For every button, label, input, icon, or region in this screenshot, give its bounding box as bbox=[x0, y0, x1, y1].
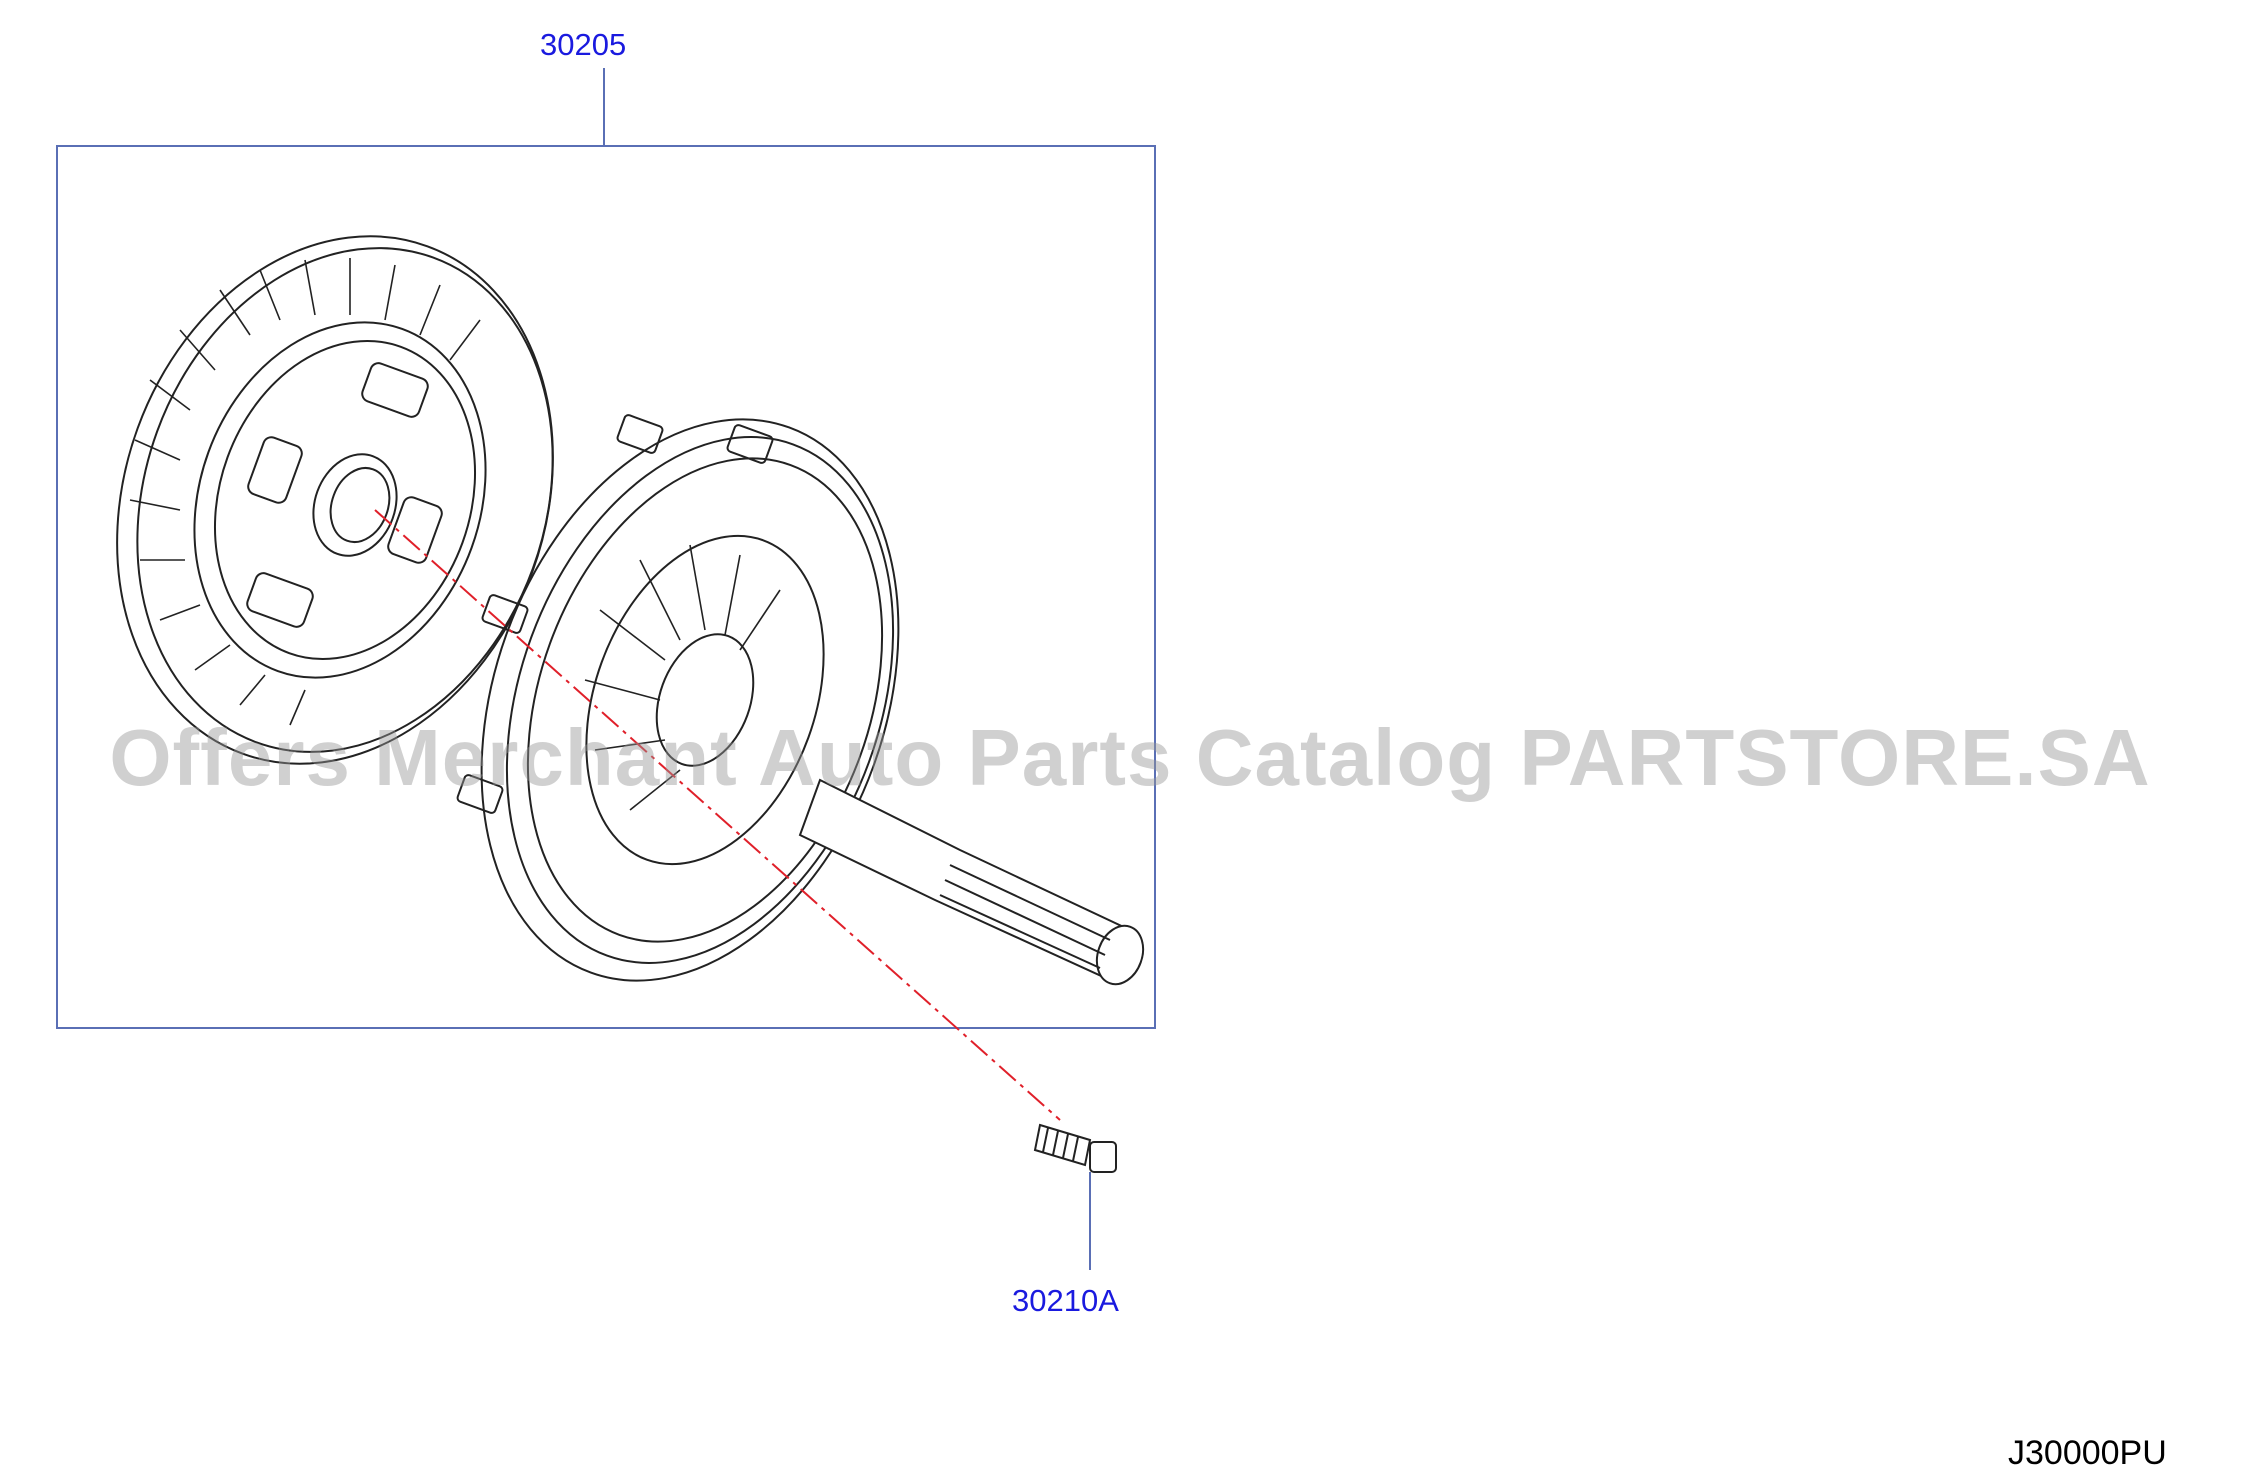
clutch-disc bbox=[116, 235, 554, 765]
assembly-frame bbox=[56, 145, 1156, 1029]
bolt bbox=[1033, 1123, 1117, 1173]
callout-bolt-part[interactable]: 30210A bbox=[1012, 1283, 1119, 1318]
input-shaft bbox=[798, 778, 1145, 986]
callout-assembly-part[interactable]: 30205 bbox=[540, 27, 627, 62]
center-axis-line bbox=[374, 509, 1061, 1121]
diagram-code: J30000PU bbox=[2008, 1434, 2167, 1472]
clutch-cover bbox=[456, 414, 900, 982]
